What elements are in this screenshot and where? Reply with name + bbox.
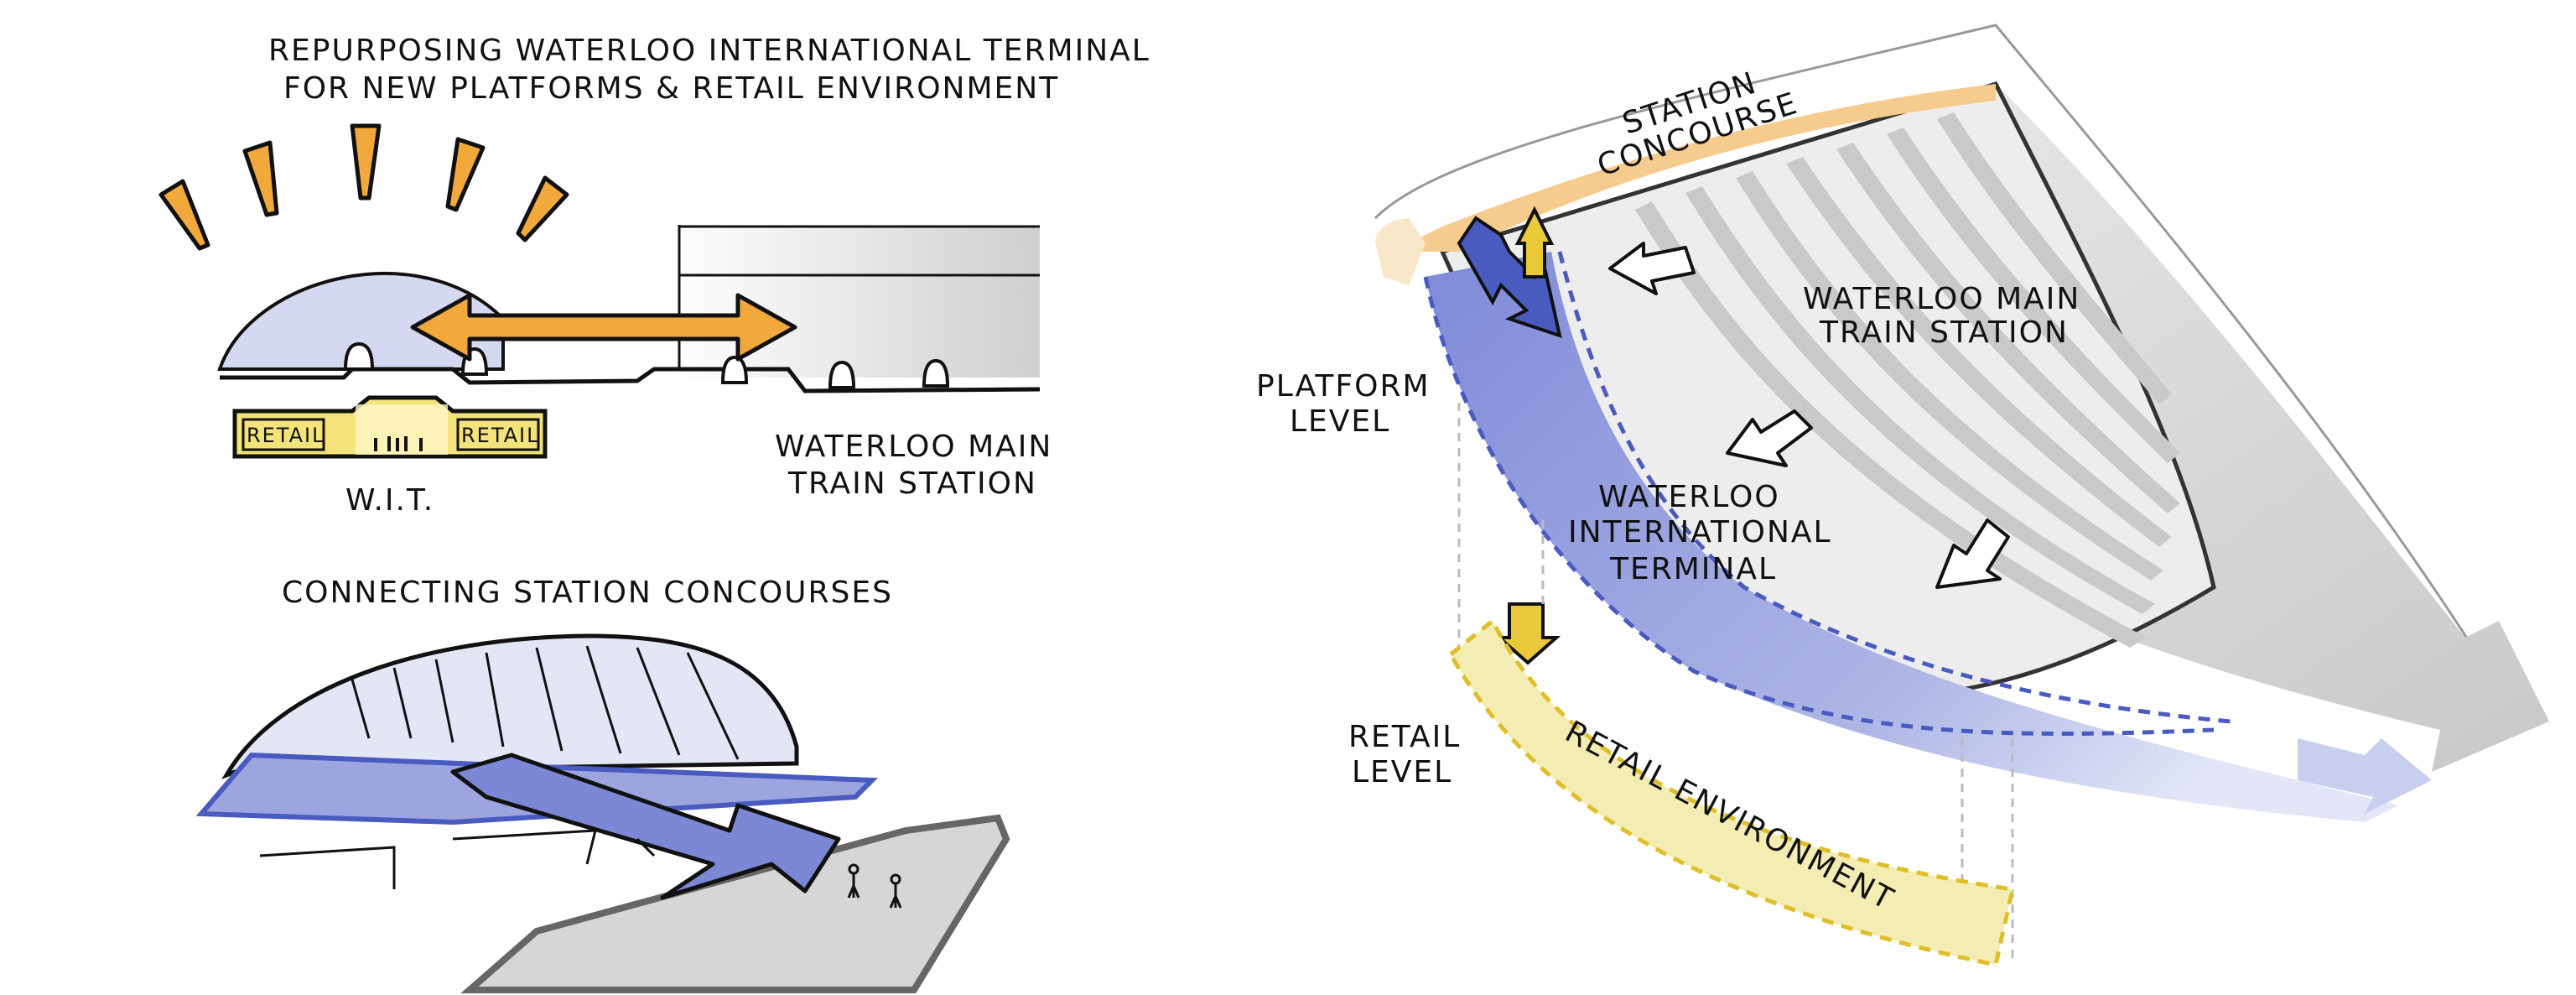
canopy-roof (221, 633, 799, 780)
upper-left-section: RETAIL RETAIL W.I.T. WATERLOO MAIN TRAIN… (158, 123, 1052, 518)
wit-label-r3: TERMINAL (1609, 552, 1777, 586)
connecting-title: CONNECTING STATION CONCOURSES (282, 576, 893, 610)
retail-right-label: RETAIL (461, 424, 540, 447)
wit-arrow-tip (2298, 738, 2432, 814)
left-title: REPURPOSING WATERLOO INTERNATIONAL TERMI… (268, 34, 1150, 106)
site-outline (1374, 23, 2501, 739)
up-down-arrow (1457, 216, 1562, 339)
retail-left-label: RETAIL (247, 424, 325, 447)
guide-lines (1457, 403, 2014, 965)
platform-stripes (1635, 112, 2180, 648)
main-station-label-r2: TRAIN STATION (1819, 315, 2069, 350)
main-station-label-r1: WATERLOO MAIN (1803, 282, 2080, 316)
platform-level-label-2: LEVEL (1290, 404, 1390, 439)
wit-label: W.I.T. (345, 483, 434, 518)
down-arrow (1494, 602, 1561, 665)
lower-left-section: CONNECTING STATION CONCOURSES (195, 576, 1010, 993)
right-section: STATION CONCOURSE WATERLOO MAIN TRAIN ST… (1256, 23, 2549, 967)
up-arrow (1514, 206, 1555, 279)
retail-level-label-2: LEVEL (1352, 755, 1452, 789)
title-line-1: REPURPOSING WATERLOO INTERNATIONAL TERMI… (268, 34, 1150, 68)
figure-icons (847, 863, 902, 909)
ground-line (220, 367, 1041, 393)
retail-environment-area (1447, 617, 2016, 967)
title-line-2: FOR NEW PLATFORMS & RETAIL ENVIRONMENT (283, 71, 1059, 106)
retail-level-label-1: RETAIL (1348, 720, 1461, 754)
main-station-label-1: WATERLOO MAIN (775, 430, 1052, 464)
wit-label-r1: WATERLOO (1598, 480, 1780, 514)
train-icons (343, 341, 950, 389)
station-ground (460, 814, 1010, 993)
people-icons (374, 436, 423, 451)
concourse-end (1375, 218, 1426, 285)
main-station-label-2: TRAIN STATION (787, 466, 1037, 501)
flow-arrows (1608, 242, 2010, 589)
concourse-arrow (450, 753, 841, 900)
platform-level-label-1: PLATFORM (1256, 369, 1431, 404)
connection-double-arrow (410, 293, 797, 362)
station-concourse-area (1392, 84, 1996, 252)
wit-label-r2: INTERNATIONAL (1568, 515, 1832, 550)
retail-level-box: RETAIL RETAIL (232, 395, 548, 459)
wit-dome (217, 272, 505, 371)
sunburst-icon (158, 123, 569, 251)
canopy-ribs (351, 645, 740, 760)
main-station-block (671, 227, 1040, 378)
